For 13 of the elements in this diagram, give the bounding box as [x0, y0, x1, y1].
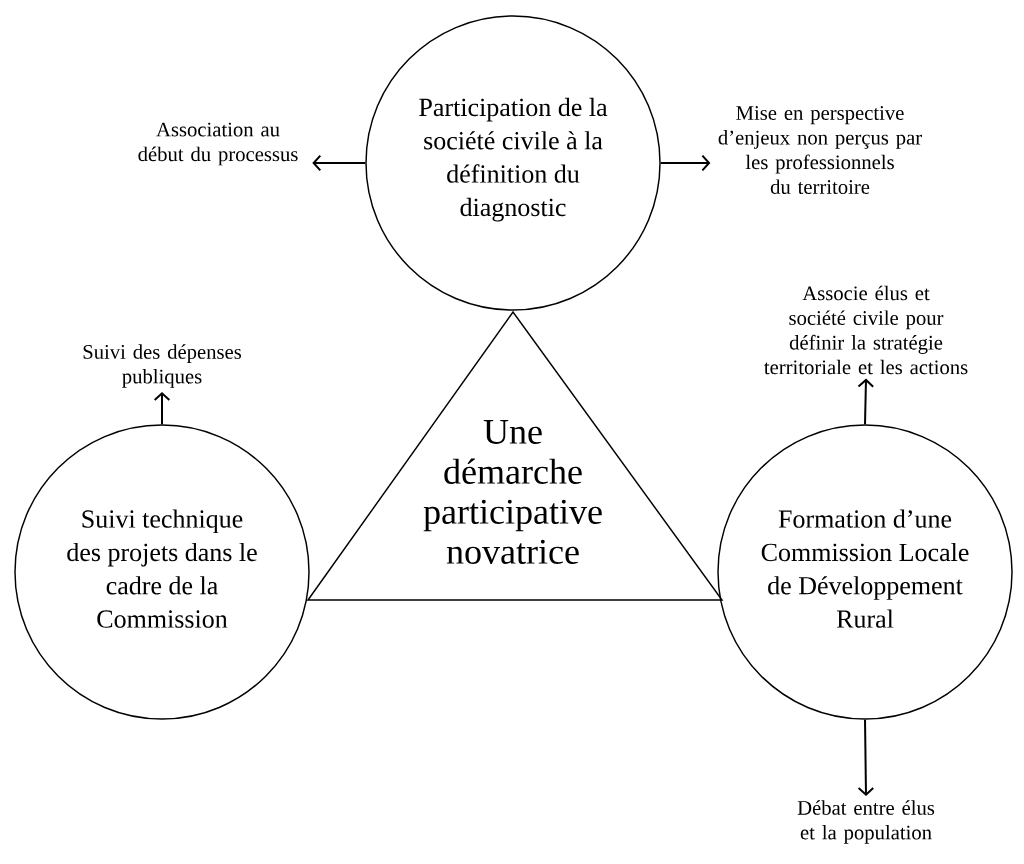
- arrow: [153, 392, 171, 426]
- annotation-text: Débat entre élus et la population: [797, 800, 935, 844]
- annotation-text: Mise en perspective d’enjeux non perçus par les professionnels du territoire: [718, 106, 922, 194]
- arrow: [857, 378, 875, 426]
- circle-node: Suivi technique des projets dans le cadre de la Commission: [14, 424, 310, 720]
- arrow: [312, 154, 367, 172]
- arrow: [857, 718, 875, 797]
- circle-node: Formation d’une Commission Locale de Développement Rural: [717, 424, 1013, 720]
- annotation-text: Association au début du processus: [138, 122, 298, 166]
- annotation-text: Suivi des dépenses publiques: [83, 344, 242, 388]
- arrow: [659, 154, 711, 172]
- circle-node: Participation de la société civile à la définition du diagnostic: [365, 15, 661, 311]
- annotation-text: Associe élus et société civile pour définir la stratégie territoriale et les actions: [764, 285, 968, 375]
